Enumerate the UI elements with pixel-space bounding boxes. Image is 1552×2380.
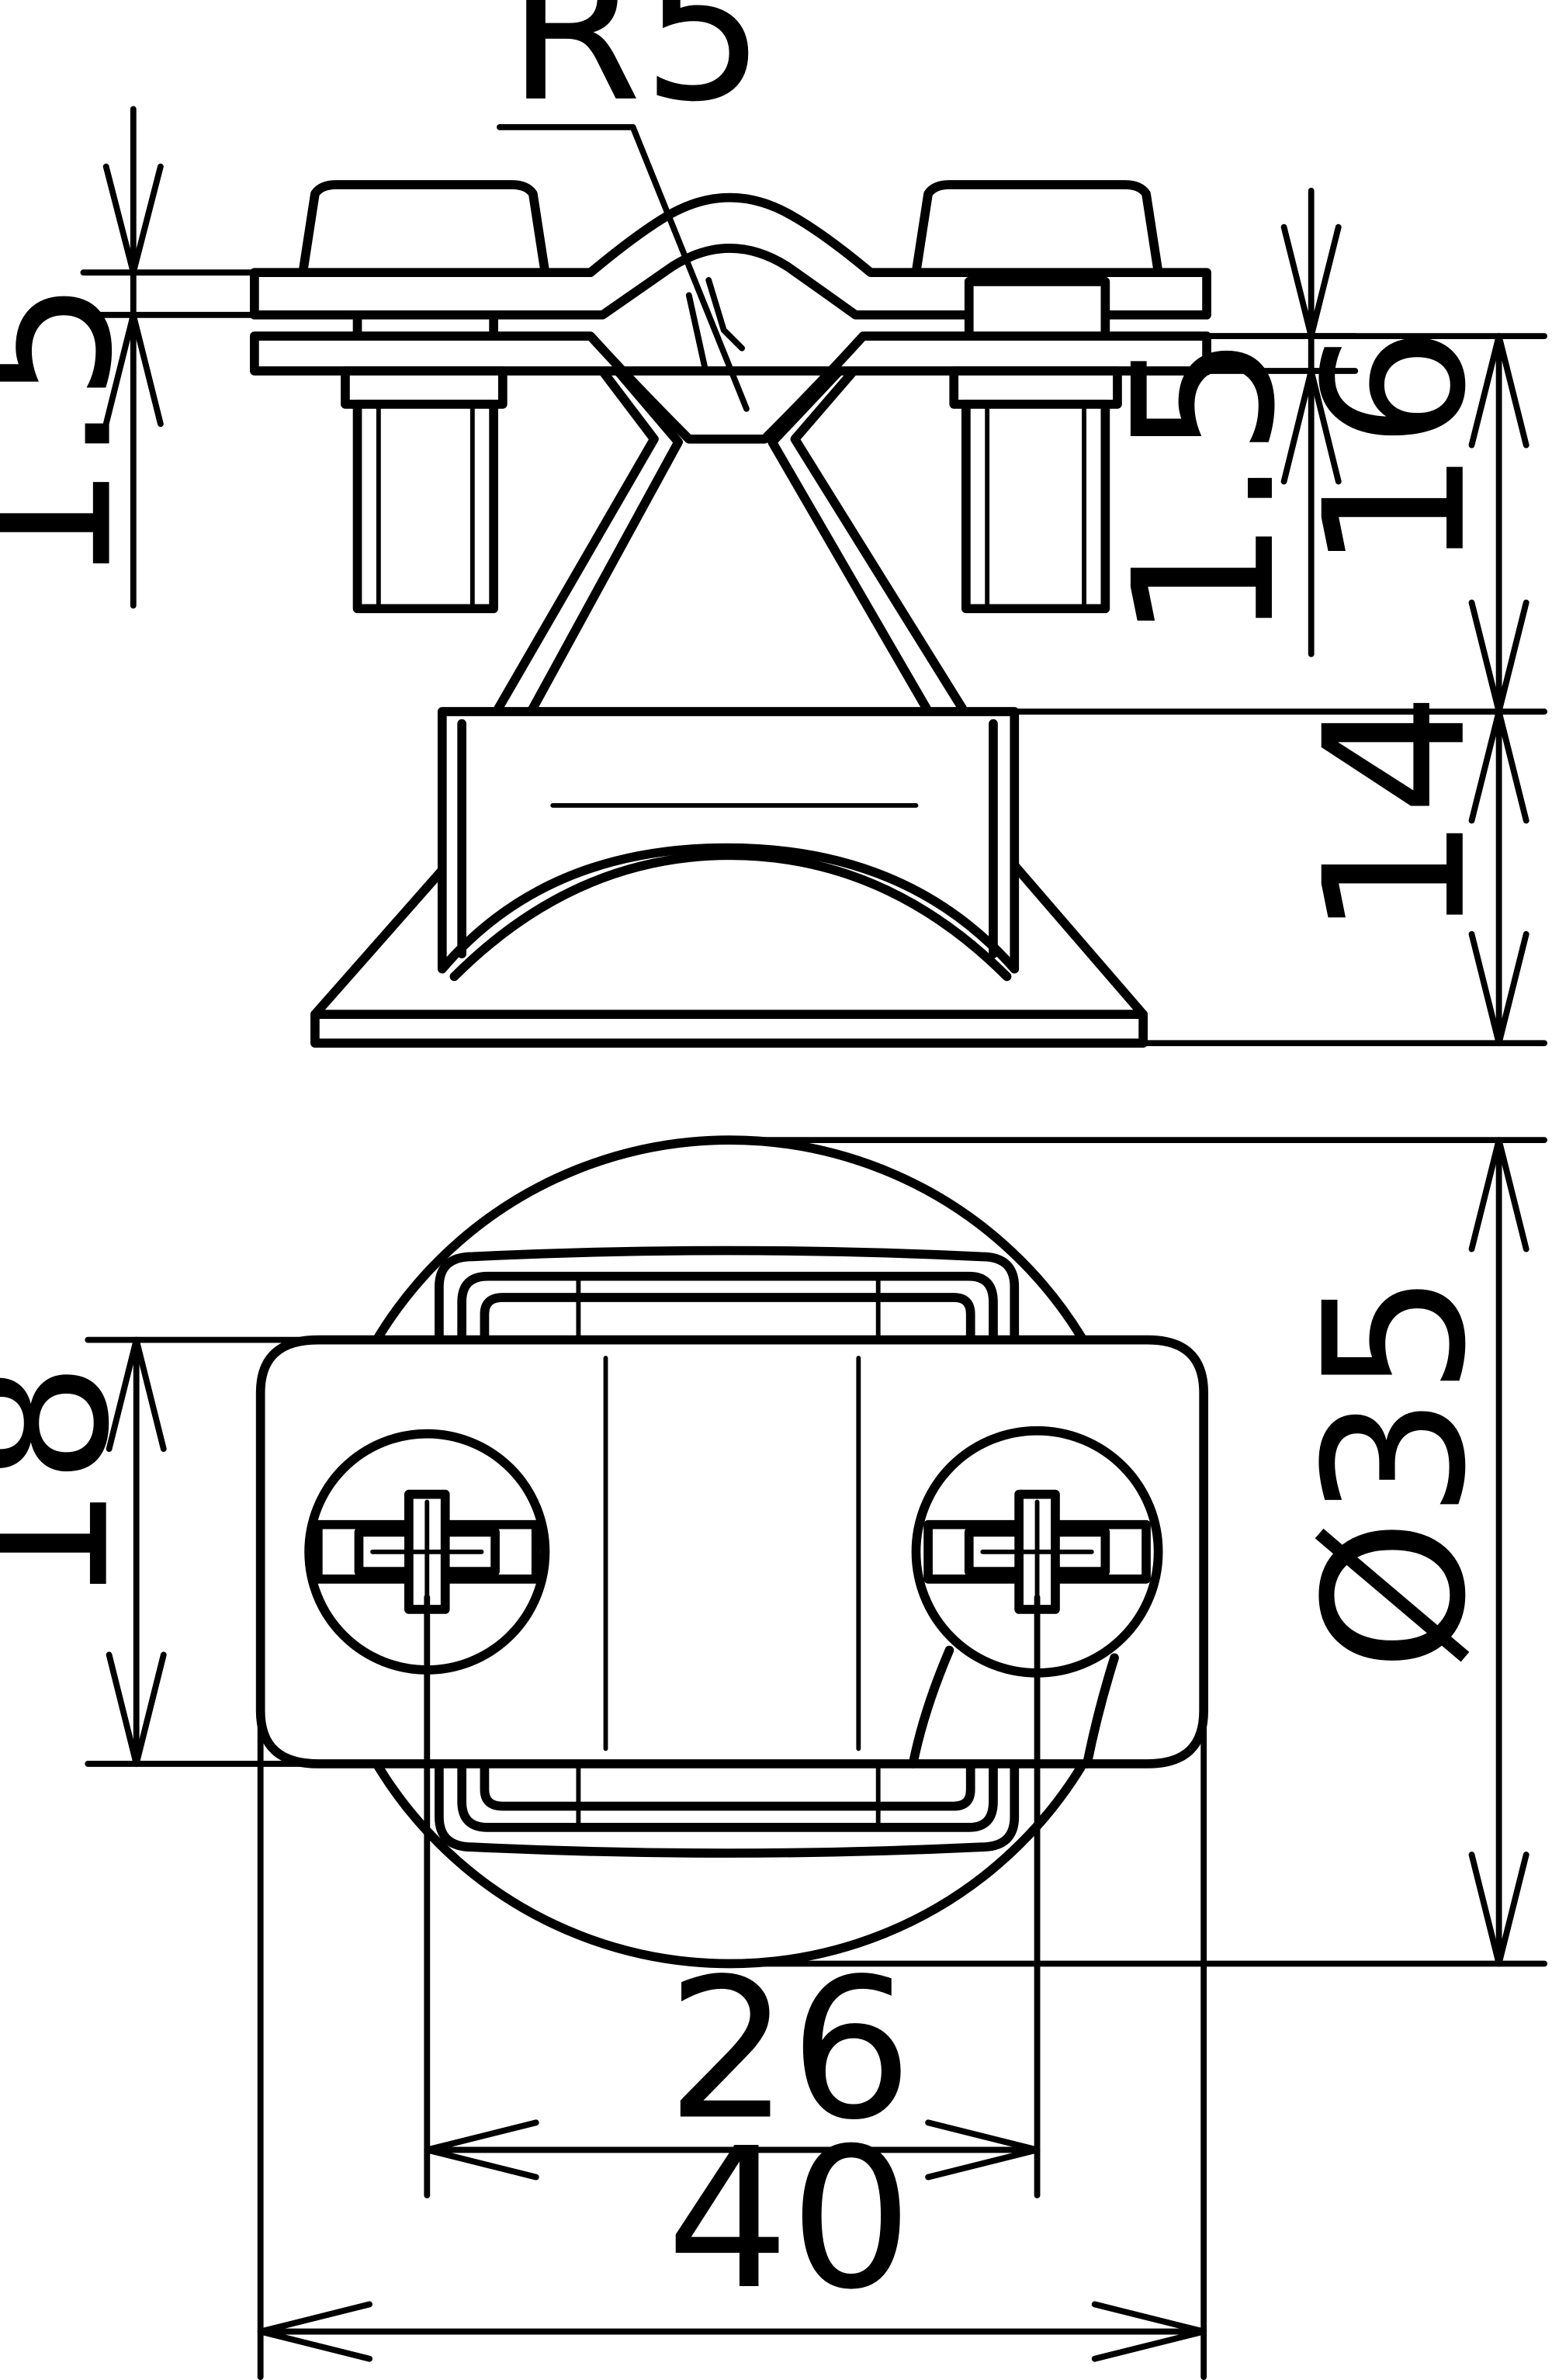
right-bolt bbox=[911, 180, 1163, 614]
dim-thickness-left: 1.5 bbox=[0, 106, 258, 609]
clip-legs bbox=[487, 346, 974, 724]
dim-diameter: Ø35 bbox=[726, 1137, 1548, 1967]
overall-width-label: 40 bbox=[667, 2106, 913, 2332]
dim-thickness-right: 1.5 bbox=[1092, 187, 1359, 657]
saddle-block bbox=[437, 707, 1020, 982]
thickness-left-label: 1.5 bbox=[0, 279, 155, 587]
left-bolt bbox=[298, 180, 550, 614]
width-plate-label: 18 bbox=[0, 1361, 152, 1608]
top-view: 18 Ø35 26 40 bbox=[0, 1135, 1548, 2380]
dim-height-upper: 16 bbox=[1011, 326, 1548, 715]
hole-spacing-label: 26 bbox=[667, 1937, 913, 2163]
r5-leader: R5 bbox=[497, 0, 765, 412]
dim-hole-spacing: 26 bbox=[424, 1594, 1041, 2198]
height-upper-label: 16 bbox=[1283, 326, 1509, 573]
side-view: R5 1.5 1.5 16 bbox=[0, 0, 1548, 1048]
height-lower-label: 14 bbox=[1283, 692, 1509, 939]
dim-height-lower: 14 bbox=[1140, 692, 1548, 1047]
right-screw-head bbox=[911, 1426, 1163, 1678]
wire-loop bbox=[435, 1245, 1020, 1858]
clamp-plate bbox=[255, 1335, 1209, 1769]
r5-label: R5 bbox=[508, 0, 765, 144]
thickness-right-label: 1.5 bbox=[1092, 334, 1318, 642]
dim-overall-width: 40 bbox=[257, 1723, 1207, 2380]
dim-width-plate: 18 bbox=[0, 1336, 321, 1767]
left-screw-head bbox=[304, 1429, 550, 1675]
diameter-label: Ø35 bbox=[1283, 1273, 1509, 1672]
lower-strip bbox=[250, 331, 1211, 444]
